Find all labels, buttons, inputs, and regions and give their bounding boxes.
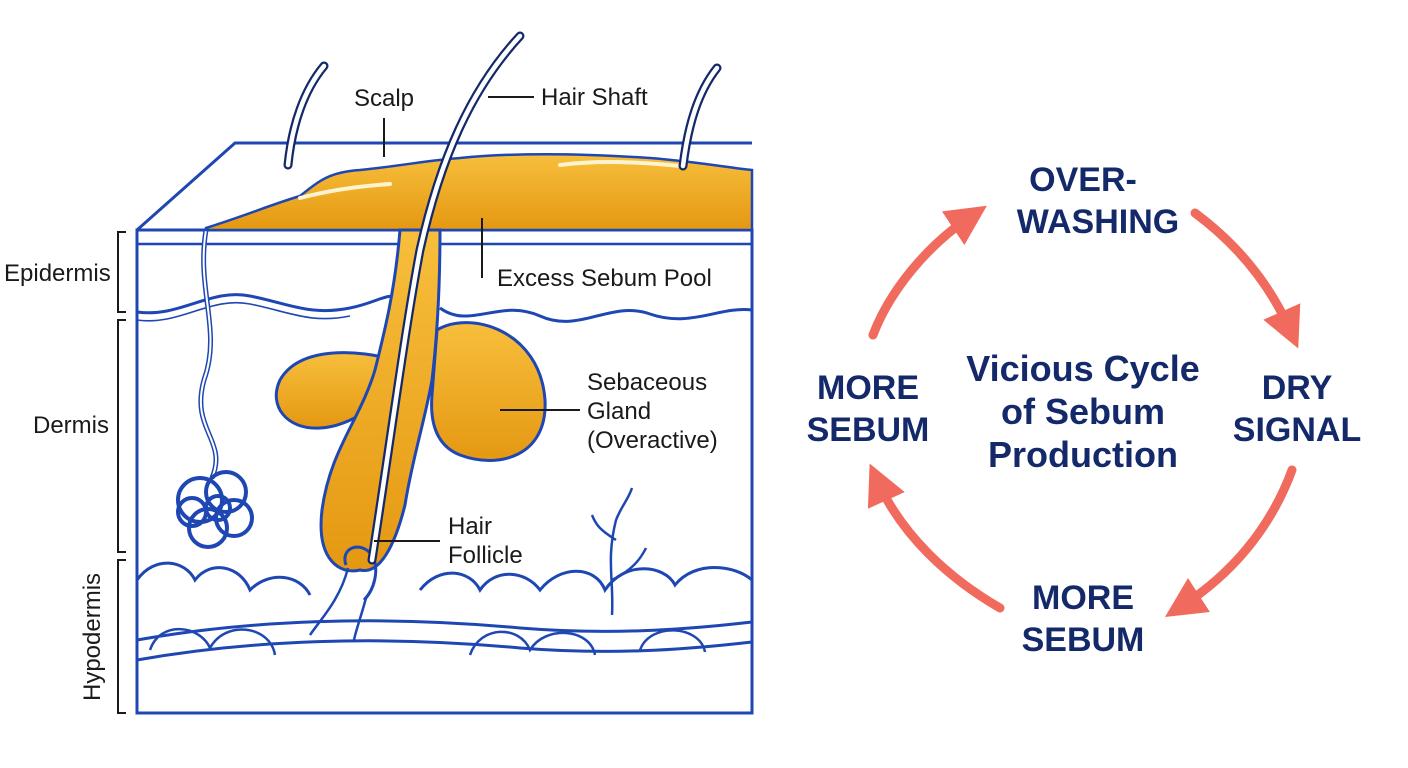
small-hair-left	[283, 61, 329, 170]
label-hair-follicle-1: Hair	[448, 513, 492, 540]
label-sebaceous-2: Gland	[587, 398, 651, 425]
label-scalp: Scalp	[354, 85, 414, 112]
anatomy-labels: Scalp Hair Shaft Excess Sebum Pool Sebac…	[354, 84, 718, 569]
sebaceous-gland-right	[430, 321, 547, 462]
cycle-arrow-top-left	[868, 205, 987, 340]
layer-brackets	[117, 231, 126, 714]
cycle-right-line-2: SIGNAL	[1233, 411, 1361, 449]
hypodermis-bracket	[117, 559, 126, 714]
blood-vessel	[136, 619, 753, 642]
cycle-center-line-2: of Sebum	[1001, 391, 1165, 432]
hypodermis-border	[135, 561, 753, 596]
cycle-arrow-bottom-right	[1164, 465, 1297, 617]
cycle-arrow-bottom-left	[867, 463, 1005, 613]
cycle-right-line-1: DRY	[1262, 369, 1333, 407]
sweat-gland-coil	[176, 470, 254, 549]
cycle-left-line-1: MORE	[817, 369, 919, 407]
label-sebaceous-3: (Overactive)	[587, 427, 718, 454]
cycle-top-line-2: WASHING	[1017, 203, 1179, 241]
label-excess-sebum-pool: Excess Sebum Pool	[497, 265, 712, 292]
cycle-bottom-line-2: SEBUM	[1022, 621, 1145, 659]
vicious-cycle: OVER- WASHING DRY SIGNAL MORE SEBUM MORE…	[807, 161, 1362, 659]
cycle-left-line-2: SEBUM	[807, 411, 930, 449]
label-hypodermis: Hypodermis	[79, 573, 106, 701]
epidermis-bracket	[117, 231, 126, 313]
cycle-center-line-1: Vicious Cycle	[966, 348, 1199, 389]
capillaries	[590, 487, 648, 616]
label-dermis: Dermis	[33, 412, 109, 439]
label-sebaceous-1: Sebaceous	[587, 369, 707, 396]
label-hair-follicle-2: Follicle	[448, 542, 523, 569]
small-hair-right	[678, 63, 722, 171]
label-hair-shaft: Hair Shaft	[541, 84, 648, 111]
skin-block-top	[136, 141, 752, 232]
cycle-top-line-1: OVER-	[1029, 161, 1137, 199]
cycle-arrow-top-right	[1190, 208, 1301, 349]
skin-cross-section	[135, 31, 754, 715]
dermis-bracket	[117, 319, 126, 553]
label-epidermis: Epidermis	[4, 260, 111, 287]
cycle-bottom-line-1: MORE	[1032, 579, 1134, 617]
cycle-center-line-3: Production	[988, 434, 1178, 475]
dermis-border	[136, 293, 753, 323]
